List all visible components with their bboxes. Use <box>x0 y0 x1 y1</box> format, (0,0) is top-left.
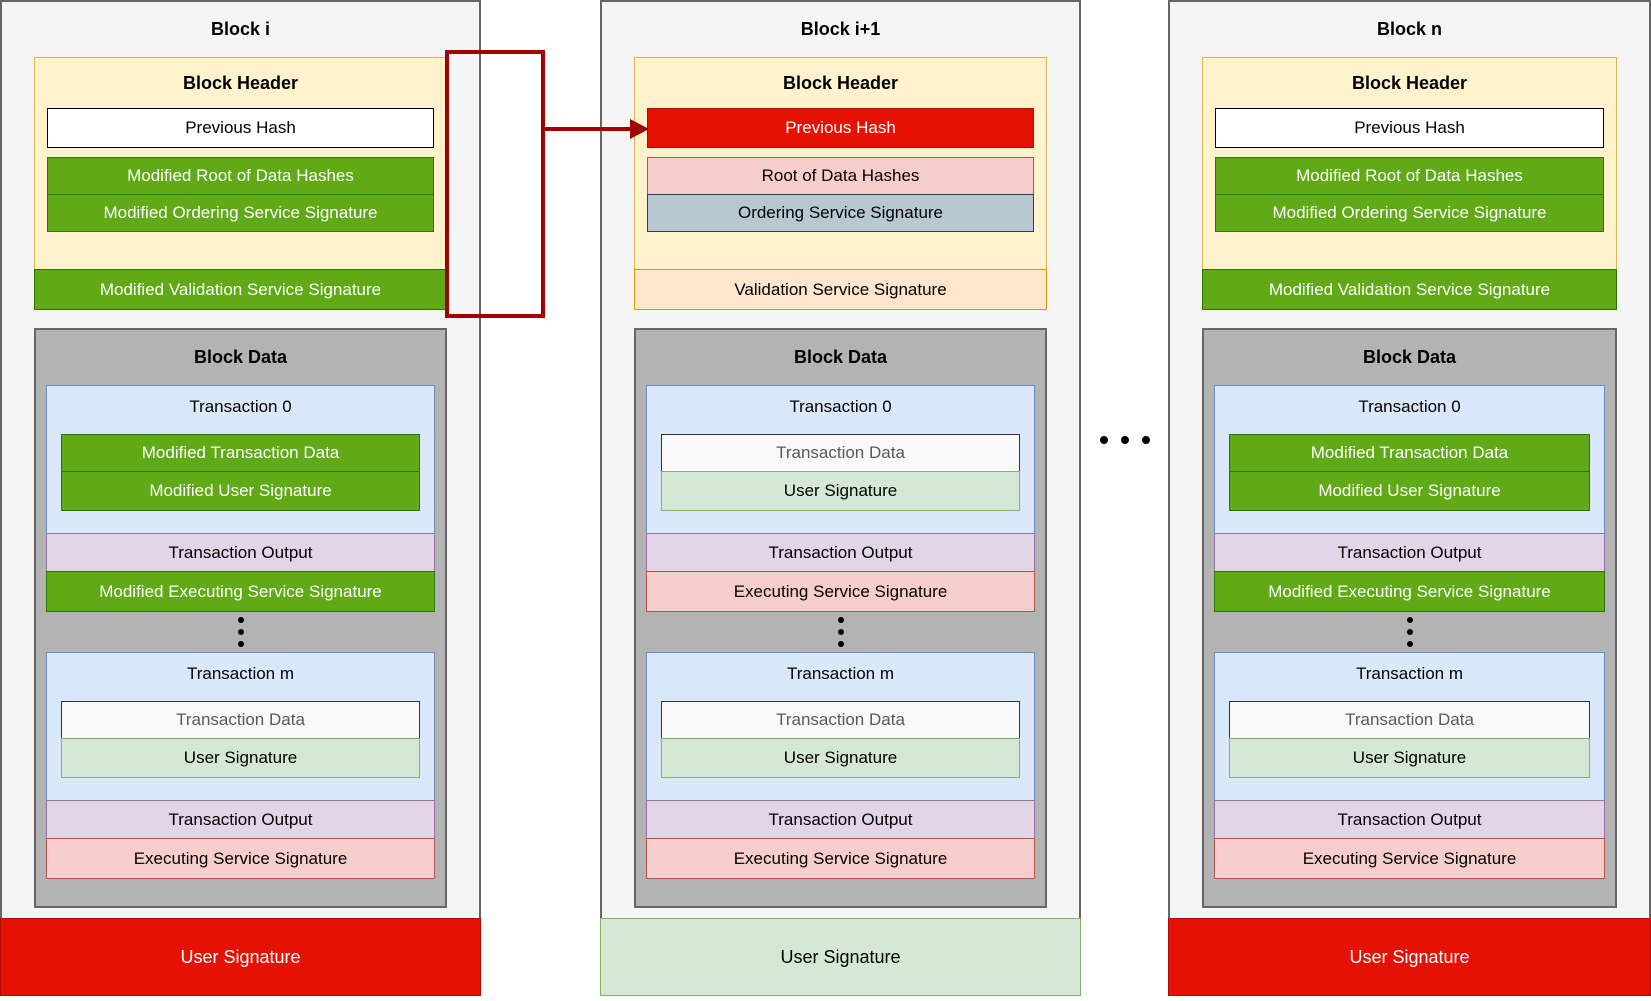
block-title: Block i+1 <box>800 19 881 39</box>
previous-hash-box: Previous Hash <box>1215 108 1604 148</box>
transaction-title: Transaction m <box>786 664 895 683</box>
block-data-title: Block Data <box>1362 347 1457 367</box>
ellipsis-dot <box>837 641 844 647</box>
ordering-service-signature-box: Modified Ordering Service Signature <box>47 194 434 232</box>
ellipsis-dot <box>1141 436 1150 444</box>
executing-service-signature-box: Modified Executing Service Signature <box>46 571 435 612</box>
transaction-box: Transaction 0 Transaction Data User Sign… <box>646 385 1035 534</box>
user-signature-box: User Signature <box>661 471 1020 511</box>
block-header-title: Block Header <box>1351 72 1468 93</box>
ordering-service-signature-box: Modified Ordering Service Signature <box>1215 194 1604 232</box>
ordering-service-signature-box: Ordering Service Signature <box>647 194 1034 232</box>
executing-service-signature-box: Executing Service Signature <box>46 838 435 879</box>
block-column-n: Block n Block Header Previous Hash Modif… <box>1168 0 1651 1001</box>
block-column-i: Block i Block Header Previous Hash Modif… <box>0 0 481 1001</box>
transaction-title: Transaction 0 <box>789 397 892 416</box>
transaction-output-box: Transaction Output <box>1214 533 1605 572</box>
ellipsis-dot <box>237 617 244 623</box>
ellipsis-dot <box>237 641 244 647</box>
block-container: Block n Block Header Previous Hash Modif… <box>1168 0 1651 996</box>
block-header-title: Block Header <box>782 72 899 93</box>
user-signature-box: User Signature <box>661 738 1020 778</box>
block-header-box: Block Header Previous Hash Root of Data … <box>634 57 1047 270</box>
transaction-data-box: Transaction Data <box>661 701 1020 739</box>
transaction-title: Transaction m <box>186 664 295 683</box>
transaction-data-box: Modified Transaction Data <box>61 434 420 472</box>
executing-service-signature-box: Modified Executing Service Signature <box>1214 571 1605 612</box>
user-signature-box: User Signature <box>1229 738 1590 778</box>
user-signature-footer: User Signature <box>1168 918 1651 996</box>
block-column-i1: Block i+1 Block Header Previous Hash Roo… <box>600 0 1081 1001</box>
transaction-output-box: Transaction Output <box>46 800 435 839</box>
block-container: Block i+1 Block Header Previous Hash Roo… <box>600 0 1081 996</box>
user-signature-box: User Signature <box>61 738 420 778</box>
transaction-box: Transaction m Transaction Data User Sign… <box>646 652 1035 801</box>
root-of-data-hashes-box: Modified Root of Data Hashes <box>47 157 434 195</box>
transaction-box: Transaction m Transaction Data User Sign… <box>46 652 435 801</box>
transaction-output-box: Transaction Output <box>46 533 435 572</box>
executing-service-signature-box: Executing Service Signature <box>1214 838 1605 879</box>
transaction-output-box: Transaction Output <box>646 800 1035 839</box>
vertical-ellipsis <box>636 612 1045 652</box>
block-header-title: Block Header <box>182 72 299 93</box>
user-signature-footer: User Signature <box>0 918 481 996</box>
transaction-output-box: Transaction Output <box>1214 800 1605 839</box>
block-container: Block i Block Header Previous Hash Modif… <box>0 0 481 996</box>
block-data-title: Block Data <box>793 347 888 367</box>
block-header-box: Block Header Previous Hash Modified Root… <box>34 57 447 270</box>
block-data-box: Block Data Transaction 0 Modified Transa… <box>34 328 447 908</box>
user-signature-box: Modified User Signature <box>1229 471 1590 511</box>
block-data-box: Block Data Transaction 0 Modified Transa… <box>1202 328 1617 908</box>
block-title: Block n <box>1376 19 1442 39</box>
user-signature-box: Modified User Signature <box>61 471 420 511</box>
previous-hash-box: Previous Hash <box>47 108 434 148</box>
vertical-ellipsis <box>36 612 445 652</box>
executing-service-signature-box: Executing Service Signature <box>646 571 1035 612</box>
ellipsis-dot <box>1120 436 1129 444</box>
transaction-title: Transaction 0 <box>189 397 292 416</box>
ellipsis-dot <box>1406 629 1413 635</box>
ellipsis-dot <box>837 629 844 635</box>
transaction-data-box: Modified Transaction Data <box>1229 434 1590 472</box>
block-title: Block i <box>210 19 271 39</box>
transaction-box: Transaction 0 Modified Transaction Data … <box>46 385 435 534</box>
validation-service-signature-box: Validation Service Signature <box>634 269 1047 310</box>
root-of-data-hashes-box: Modified Root of Data Hashes <box>1215 157 1604 195</box>
inter-block-ellipsis <box>1081 428 1168 452</box>
transaction-data-box: Transaction Data <box>661 434 1020 472</box>
vertical-ellipsis <box>1204 612 1615 652</box>
ellipsis-dot <box>1406 617 1413 623</box>
transaction-title: Transaction m <box>1355 664 1464 683</box>
executing-service-signature-box: Executing Service Signature <box>646 838 1035 879</box>
transaction-box: Transaction m Transaction Data User Sign… <box>1214 652 1605 801</box>
transaction-data-box: Transaction Data <box>61 701 420 739</box>
transaction-box: Transaction 0 Modified Transaction Data … <box>1214 385 1605 534</box>
transaction-title: Transaction 0 <box>1358 397 1461 416</box>
ellipsis-dot <box>1406 641 1413 647</box>
block-header-box: Block Header Previous Hash Modified Root… <box>1202 57 1617 270</box>
ellipsis-dot <box>237 629 244 635</box>
transaction-data-box: Transaction Data <box>1229 701 1590 739</box>
validation-service-signature-box: Modified Validation Service Signature <box>1202 269 1617 310</box>
ellipsis-dot <box>837 617 844 623</box>
user-signature-footer: User Signature <box>600 918 1081 996</box>
transaction-output-box: Transaction Output <box>646 533 1035 572</box>
previous-hash-box: Previous Hash <box>647 108 1034 148</box>
block-data-title: Block Data <box>193 347 288 367</box>
validation-service-signature-box: Modified Validation Service Signature <box>34 269 447 310</box>
ellipsis-dot <box>1099 436 1108 444</box>
block-data-box: Block Data Transaction 0 Transaction Dat… <box>634 328 1047 908</box>
root-of-data-hashes-box: Root of Data Hashes <box>647 157 1034 195</box>
